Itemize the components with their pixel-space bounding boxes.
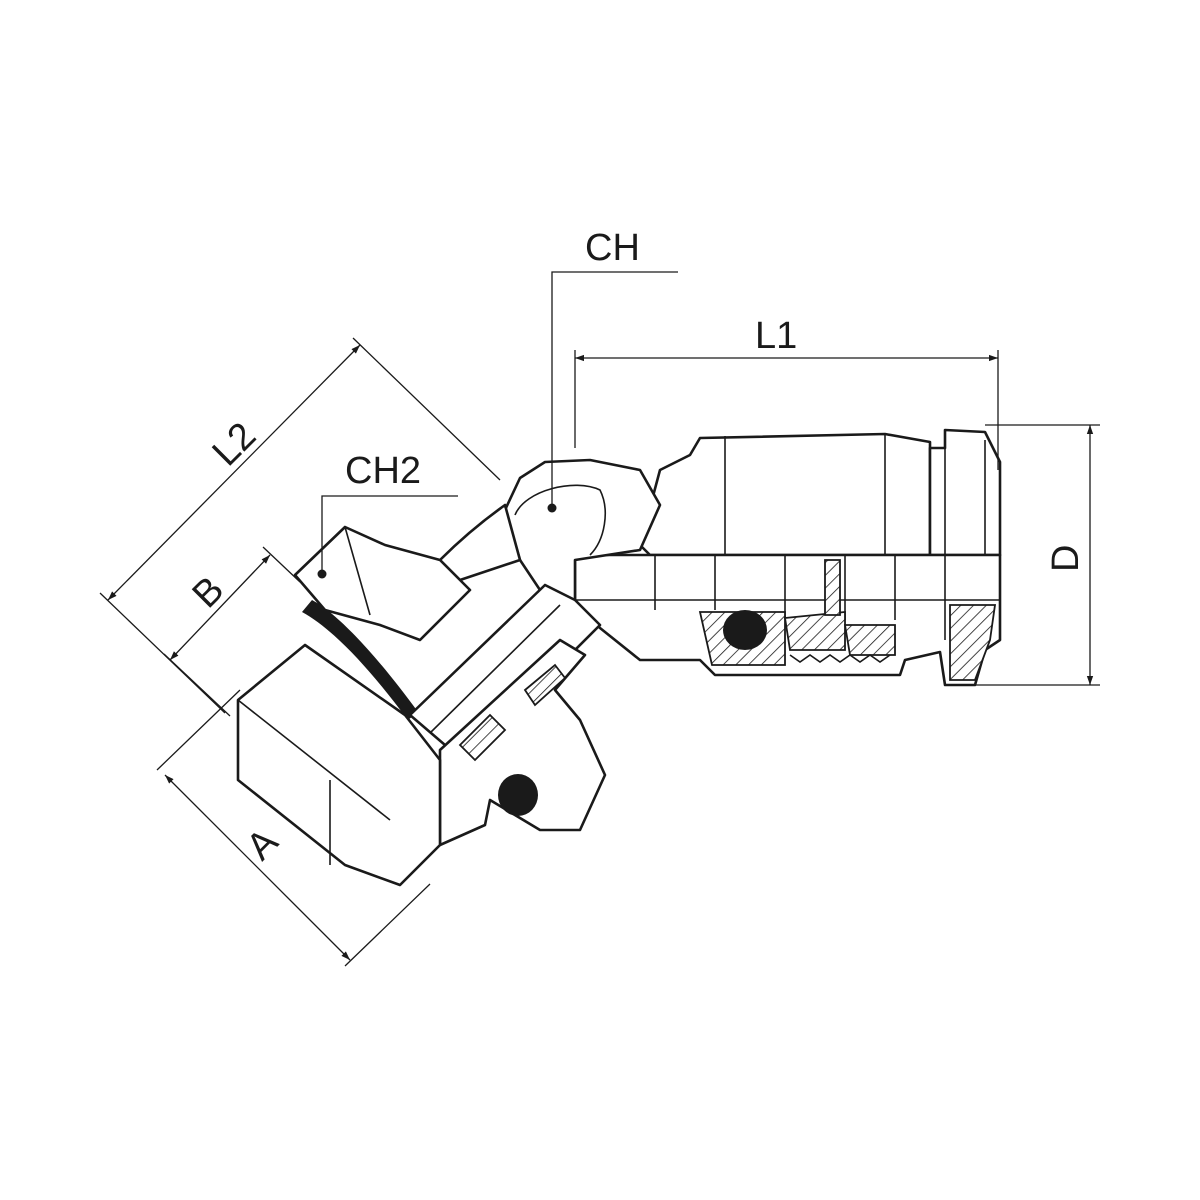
label-l2: L2	[205, 415, 265, 475]
elbow-hex	[438, 458, 662, 602]
label-b: B	[185, 569, 233, 617]
label-a: A	[239, 820, 287, 868]
label-ch: CH	[585, 227, 640, 269]
straight-body	[573, 428, 1002, 687]
dimension-lines	[99, 271, 1100, 967]
label-ch2: CH2	[345, 450, 421, 492]
label-d: D	[1045, 545, 1087, 572]
label-l1: L1	[755, 315, 797, 357]
angled-body	[236, 525, 607, 887]
